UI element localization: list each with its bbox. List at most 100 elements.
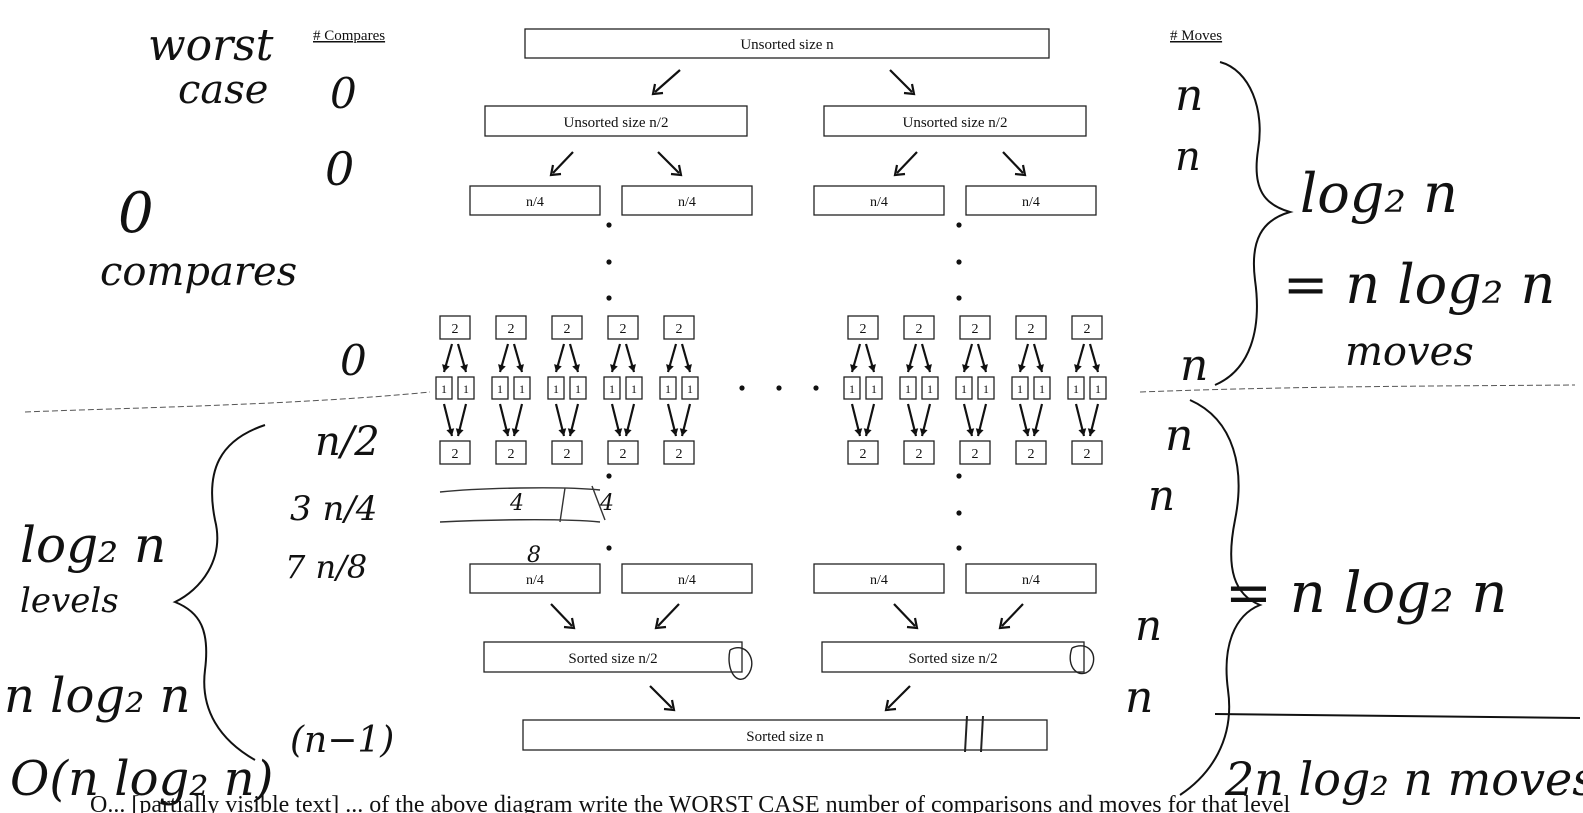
footer-instruction: O... [partially visible text] ... of the… bbox=[90, 792, 1291, 813]
merge-arrow-6-b-head bbox=[863, 428, 872, 436]
pair-box-bottom-4 bbox=[607, 440, 639, 465]
hw-moves-n-3: n bbox=[1180, 340, 1208, 391]
pair-label-bottom-5: 2 bbox=[676, 447, 683, 462]
single-box-5-1 bbox=[659, 376, 677, 400]
hw-zero-b: 0 bbox=[325, 142, 354, 196]
sorted-half-right-label: Sorted size n/2 bbox=[908, 651, 997, 667]
pair-box-top-6 bbox=[847, 315, 879, 340]
merge-arrow-4-b-head bbox=[623, 428, 632, 436]
single-label-6-2: 1 bbox=[871, 382, 877, 396]
hw-worst: worst bbox=[148, 20, 274, 71]
single-box-6-2 bbox=[865, 376, 883, 400]
quarter-box-7 bbox=[813, 563, 945, 594]
single-box-4-2 bbox=[625, 376, 643, 400]
quarter-box-8 bbox=[965, 563, 1097, 594]
pair-box-top-2 bbox=[495, 315, 527, 340]
pair-label-top-4: 2 bbox=[620, 322, 627, 337]
quarter-box-6 bbox=[621, 563, 753, 594]
pair-label-top-10: 2 bbox=[1084, 322, 1091, 337]
single-label-7-1: 1 bbox=[905, 382, 911, 396]
split-arrow-4-b-head bbox=[628, 364, 636, 372]
pair-label-bottom-2: 2 bbox=[508, 447, 515, 462]
single-box-2-2 bbox=[513, 376, 531, 400]
merge-arrows-singles bbox=[442, 403, 1100, 437]
single-box-4-1 bbox=[603, 376, 621, 400]
merge-arrow-2-a-head bbox=[502, 428, 511, 436]
hw-moves-n-1: n bbox=[1175, 70, 1203, 121]
hw-levels: levels bbox=[20, 581, 119, 621]
pair-box-top-9 bbox=[1015, 315, 1047, 340]
pair-box-bottom-1 bbox=[439, 440, 471, 465]
ellipsis-dots-horizontal bbox=[739, 385, 819, 391]
single-box-9-1 bbox=[1011, 376, 1029, 400]
single-box-7-2 bbox=[921, 376, 939, 400]
split-arrow-left-head bbox=[651, 83, 664, 96]
pair-label-top-2: 2 bbox=[508, 322, 515, 337]
split-arrow-10-b-head bbox=[1092, 364, 1100, 372]
single-box-1-2 bbox=[457, 376, 475, 400]
brace-right-top bbox=[1214, 61, 1294, 386]
pair-label-top-1: 2 bbox=[452, 322, 459, 337]
split-arrow-1-a-head bbox=[442, 364, 450, 372]
pair-label-bottom-10: 2 bbox=[1084, 447, 1091, 462]
merge-arrow-9-b-head bbox=[1031, 428, 1040, 436]
scribble-ticks bbox=[964, 715, 984, 753]
hw-n-minus-1: (n−1) bbox=[290, 720, 394, 761]
pair-box-bottom-3 bbox=[551, 440, 583, 465]
single-box-5-2 bbox=[681, 376, 699, 400]
split-arrow-6-b-head bbox=[868, 364, 876, 372]
hw-moves-n-4: n bbox=[1165, 410, 1193, 461]
merge-arrow-3-b-head bbox=[567, 428, 576, 436]
merge-arrow-7-a-head bbox=[910, 428, 919, 436]
hw-moves-n-6: n bbox=[1135, 601, 1162, 650]
quarter-label-6: n/4 bbox=[678, 573, 696, 588]
merge-arrow-7-b-head bbox=[919, 428, 928, 436]
ellipsis-dots-lower bbox=[606, 473, 962, 551]
sorted-n-box bbox=[522, 719, 1048, 751]
single-label-3-1: 1 bbox=[553, 382, 559, 396]
pair-label-top-8: 2 bbox=[972, 322, 979, 337]
sorted-n-label: Sorted size n bbox=[746, 729, 824, 745]
hw-3n-over-4: 3 n/4 bbox=[290, 489, 377, 529]
split-arrow-right-head bbox=[903, 83, 916, 96]
quarter-box-4 bbox=[965, 185, 1097, 216]
split-arrow-5-a-head bbox=[666, 364, 674, 372]
single-label-9-2: 1 bbox=[1039, 382, 1045, 396]
quarter-label-7: n/4 bbox=[870, 573, 888, 588]
single-box-6-1 bbox=[843, 376, 861, 400]
merge-arrow-6-a-head bbox=[854, 428, 863, 436]
split-arrow-4-a-head bbox=[610, 364, 618, 372]
split-arrows-singles bbox=[442, 343, 1100, 373]
merge-arrow-1-b-head bbox=[455, 428, 464, 436]
split-arrow-7-a-head bbox=[906, 364, 914, 372]
single-box-8-2 bbox=[977, 376, 995, 400]
split-arrow-7-b-head bbox=[924, 364, 932, 372]
quarter-box-1 bbox=[469, 185, 601, 216]
single-label-10-1: 1 bbox=[1073, 382, 1079, 396]
merge-arrow-8-b-head bbox=[975, 428, 984, 436]
hw-zero-a: 0 bbox=[330, 69, 357, 118]
single-label-8-1: 1 bbox=[961, 382, 967, 396]
pair-box-top-8 bbox=[959, 315, 991, 340]
split-arrow-5-b-head bbox=[684, 364, 692, 372]
split-arrows-quarters bbox=[549, 151, 1027, 177]
hw-sketch-4a: 4 bbox=[509, 491, 524, 516]
single-box-10-2 bbox=[1089, 376, 1107, 400]
single-label-2-2: 1 bbox=[519, 382, 525, 396]
split-arrow-2-b-head bbox=[516, 364, 524, 372]
quarter-label-1: n/4 bbox=[526, 195, 544, 210]
pair-box-top-10 bbox=[1071, 315, 1103, 340]
unsorted-half-left-label: Unsorted size n/2 bbox=[564, 115, 669, 131]
hw-moves-n-5: n bbox=[1148, 471, 1175, 520]
quarter-label-2: n/4 bbox=[678, 195, 696, 210]
single-label-3-2: 1 bbox=[575, 382, 581, 396]
quarter-box-3 bbox=[813, 185, 945, 216]
merge-arrow-10-a-head bbox=[1078, 428, 1087, 436]
pair-box-bottom-6 bbox=[847, 440, 879, 465]
quarter-label-4: n/4 bbox=[1022, 195, 1040, 210]
merge-arrow-8-a-head bbox=[966, 428, 975, 436]
split-arrow-1-b-head bbox=[460, 364, 468, 372]
quarter-label-5: n/4 bbox=[526, 573, 544, 588]
single-label-10-2: 1 bbox=[1095, 382, 1101, 396]
